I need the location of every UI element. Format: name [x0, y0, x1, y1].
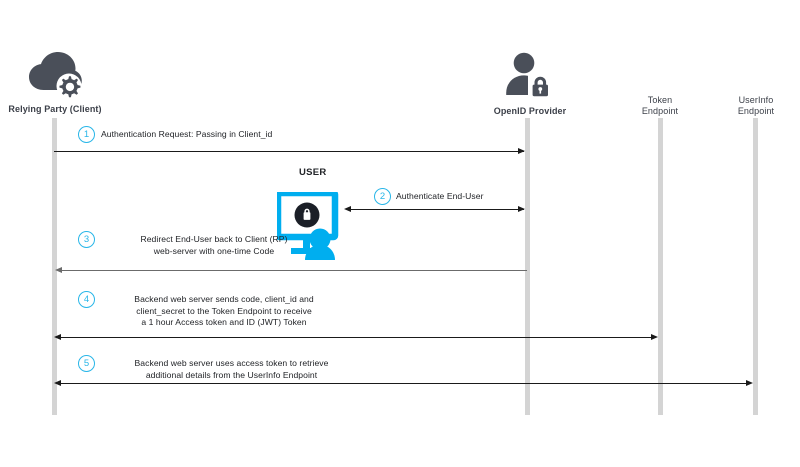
step-text-5: Backend web server uses access token to …: [134, 358, 329, 380]
arrow-head-right-4: [651, 334, 658, 340]
step-badge-2: 2: [374, 188, 391, 205]
actor-label-userinfo-endpoint-line1: UserInfo: [738, 95, 774, 105]
step-text-2: Authenticate End-User: [396, 191, 484, 201]
message-line-4: [58, 337, 655, 338]
person-lock-icon: [503, 52, 553, 103]
arrow-head-right-5: [746, 380, 753, 386]
step-text-4: Backend web server sends code, client_id…: [134, 294, 314, 327]
actor-label-relying-party: Relying Party (Client): [8, 104, 102, 114]
step-text-1: Authentication Request: Passing in Clien…: [101, 129, 273, 139]
arrow-head-right-2: [518, 206, 525, 212]
message-line-1: [54, 151, 524, 152]
message-line-3: [60, 270, 527, 271]
step-badge-4: 4: [78, 291, 95, 308]
actor-label-openid-provider: OpenID Provider: [493, 106, 567, 116]
arrow-head-left-2: [344, 206, 351, 212]
arrow-head-left-4: [54, 334, 61, 340]
step-badge-1: 1: [78, 126, 95, 143]
message-line-2: [348, 209, 524, 210]
actor-label-userinfo-endpoint-line2: Endpoint: [737, 106, 775, 116]
lifeline-relying-party: [52, 118, 57, 415]
lifeline-userinfo-endpoint: [753, 118, 758, 415]
lifeline-openid-provider: [525, 118, 530, 415]
arrow-head-left-3: [55, 267, 62, 273]
cloud-gear-icon: [27, 50, 83, 103]
actor-label-token-endpoint: Token Endpoint: [620, 95, 700, 117]
actor-label-userinfo-endpoint: UserInfo Endpoint: [716, 95, 796, 117]
lifeline-token-endpoint: [658, 118, 663, 415]
user-monitor-icon: [274, 189, 349, 265]
step-badge-3: 3: [78, 231, 95, 248]
arrow-head-right-1: [518, 148, 525, 154]
user-node-title: USER: [299, 167, 327, 178]
actor-label-token-endpoint-line2: Endpoint: [641, 106, 679, 116]
actor-label-token-endpoint-line1: Token: [647, 95, 673, 105]
step-badge-5: 5: [78, 355, 95, 372]
message-line-5: [58, 383, 750, 384]
step-text-3: Redirect End-User back to Client (RP) we…: [140, 234, 288, 256]
arrow-head-left-5: [54, 380, 61, 386]
